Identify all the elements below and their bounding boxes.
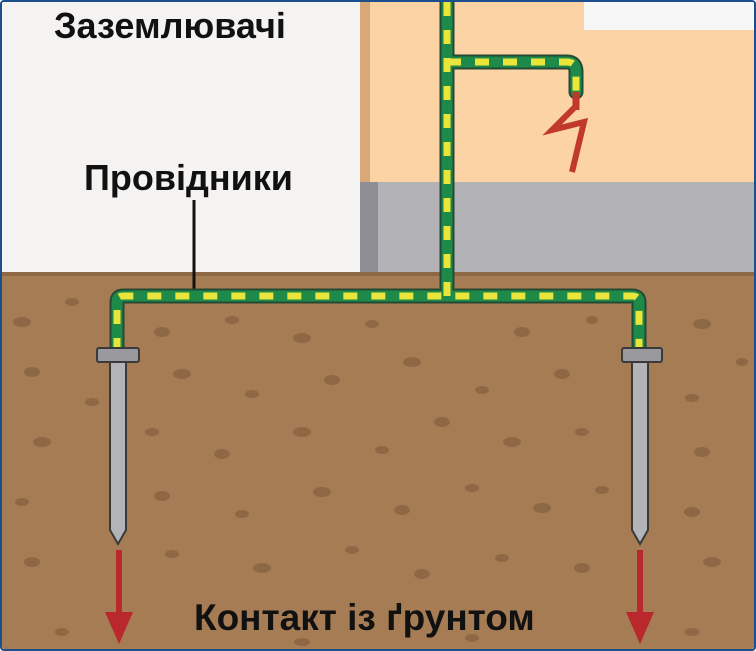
soil-pebble	[554, 369, 570, 379]
soil-pebble	[253, 563, 271, 573]
soil-pebble	[403, 357, 421, 367]
soil-pebble	[154, 327, 170, 337]
soil-pebble	[685, 394, 699, 402]
soil-pebble	[475, 386, 489, 394]
foundation	[360, 180, 754, 276]
soil-pebble	[375, 446, 389, 454]
soil-pebble	[684, 507, 700, 517]
ground-rod-shaft	[109, 361, 127, 547]
soil-pebble	[533, 503, 551, 513]
soil-pebble	[225, 316, 239, 324]
arrow-down-icon	[105, 550, 133, 644]
arrow-down-icon	[626, 550, 654, 644]
soil-pebble	[495, 554, 509, 562]
soil	[2, 274, 754, 649]
building-wall	[360, 2, 754, 182]
soil-pebble	[65, 298, 79, 306]
soil-pebble	[693, 319, 711, 329]
grounders-label: Заземлювачі	[54, 5, 286, 46]
soil-pebble	[365, 320, 379, 328]
ground-rod-right	[621, 347, 663, 547]
soil-pebble	[575, 428, 589, 436]
soil-pebble	[503, 437, 521, 447]
soil-pebble	[214, 449, 230, 459]
soil-pebble	[736, 358, 748, 366]
soil-pebble	[465, 634, 479, 642]
soil-contact-label: Контакт із ґрунтом	[194, 597, 535, 638]
soil-pebble	[684, 628, 700, 636]
soil-pebble	[245, 390, 259, 398]
soil-pebble	[154, 491, 170, 501]
soil-pebble	[24, 557, 40, 567]
soil-pebble	[703, 557, 721, 567]
soil-pebble	[15, 498, 29, 506]
soil-pebble	[293, 427, 311, 437]
soil-surface-line	[2, 272, 754, 276]
soil-pebble	[33, 437, 51, 447]
soil-pebble	[85, 398, 99, 406]
conductor-network	[109, 2, 647, 360]
ground-rod-left	[96, 347, 140, 547]
soil-pebbles	[13, 298, 748, 646]
soil-pebble	[414, 569, 430, 579]
soil-pebble	[574, 563, 590, 573]
soil-pebble	[165, 550, 179, 558]
soil-pebble	[294, 638, 310, 646]
soil-pebble	[465, 484, 479, 492]
soil-pebble	[173, 369, 191, 379]
soil-pebble	[13, 317, 31, 327]
soil-pebble	[514, 327, 530, 337]
soil-pebble	[55, 628, 69, 636]
window	[584, 2, 754, 30]
soil-pebble	[394, 505, 410, 515]
soil-pebble	[293, 333, 311, 343]
conductors-label: Провідники	[84, 157, 293, 198]
lightning-bolt-icon	[542, 103, 589, 173]
soil-pebble	[434, 417, 450, 427]
soil-pebble	[324, 375, 340, 385]
soil-pebble	[586, 316, 598, 324]
soil-pebble	[694, 447, 710, 457]
soil-pebble	[24, 367, 40, 377]
soil-pebble	[595, 486, 609, 494]
soil-pebble	[145, 428, 159, 436]
soil-pebble	[313, 487, 331, 497]
foundation-shadow	[360, 180, 378, 276]
soil-pebble	[235, 510, 249, 518]
ground-rod-clamp	[621, 347, 663, 363]
ground-rod-clamp	[96, 347, 140, 363]
conductor-stripes	[113, 2, 643, 352]
building-wall-edge	[360, 2, 370, 182]
soil-pebble	[345, 546, 359, 554]
ground-rod-shaft	[631, 361, 649, 547]
